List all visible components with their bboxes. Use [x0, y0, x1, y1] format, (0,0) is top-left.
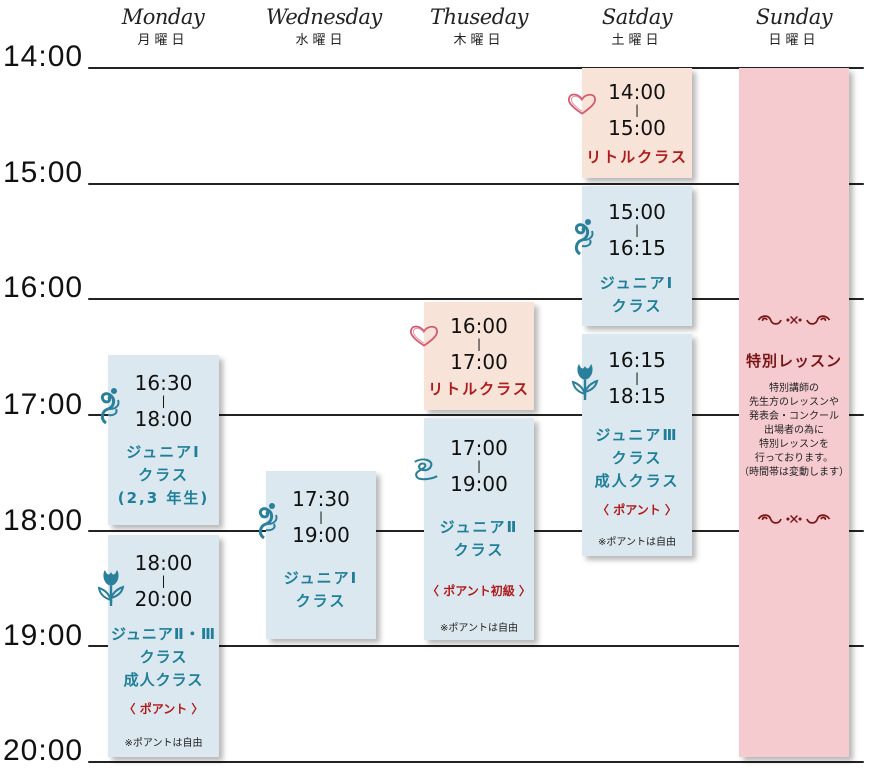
time-separator: |	[476, 337, 482, 351]
class-end-time: 19:00	[292, 523, 350, 547]
time-separator: |	[476, 459, 482, 473]
pointe-label: 〈 ポアント 〉	[597, 503, 677, 517]
class-card[interactable]: 16:15 | 18:15 ジュニアⅢ クラス 成人クラス 〈 ポアント 〉 ※…	[582, 334, 692, 556]
day-header-wednesday: Wednesday 水曜日	[266, 4, 382, 50]
class-start-time: 17:30	[292, 487, 350, 511]
class-end-time: 18:00	[134, 407, 193, 431]
day-name-en: Wednesday	[266, 5, 382, 29]
class-card[interactable]: 17:30 | 19:00 ジュニアⅠ クラス	[266, 471, 376, 639]
day-header-sunday: Sunday 日曜日	[739, 4, 849, 50]
day-name-jp: 木曜日	[453, 33, 505, 48]
day-name-jp: 水曜日	[295, 33, 347, 48]
hour-label: 20:00	[3, 734, 84, 767]
hour-label: 19:00	[3, 619, 84, 652]
class-end-time: 16:15	[608, 236, 666, 260]
class-name: リトルクラス	[586, 148, 688, 166]
heart-icon	[566, 92, 598, 116]
class-name: ジュニアⅢ クラス 成人クラス	[594, 426, 680, 490]
time-separator: |	[634, 223, 640, 237]
special-lesson-card[interactable]: 特別レッスン 特別講師の 先生方のレッスンや 発表会・コンクール 出場者の為に …	[739, 68, 849, 757]
day-name-jp: 日曜日	[768, 33, 820, 48]
time-separator: |	[634, 103, 640, 117]
class-name: ジュニアⅡ・Ⅲ クラス 成人クラス	[110, 625, 216, 689]
class-end-time: 15:00	[608, 116, 666, 140]
ornament-divider-icon	[755, 512, 833, 526]
day-name-jp: 月曜日	[137, 33, 189, 48]
class-start-time: 15:00	[608, 200, 666, 224]
hour-line	[88, 414, 864, 416]
day-name-jp: 土曜日	[611, 33, 663, 48]
class-end-time: 18:15	[608, 384, 666, 408]
fleur-swirl-icon	[568, 216, 598, 256]
hour-label: 15:00	[3, 156, 84, 189]
class-name: リトルクラス	[428, 380, 530, 398]
hour-label: 17:00	[3, 388, 84, 421]
time-separator: |	[161, 394, 166, 408]
pointe-label: 〈 ポアント初級 〉	[427, 584, 531, 598]
special-lesson-description: 特別講師の 先生方のレッスンや 発表会・コンクール 出場者の為に 特別レッスンを…	[739, 383, 849, 478]
class-name: ジュニアⅡ クラス	[439, 518, 519, 559]
class-card[interactable]: 17:00 | 19:00 ジュニアⅡ クラス 〈 ポアント初級 〉 ※ポアント…	[424, 418, 534, 640]
day-header-thursday: Thuseday 木曜日	[424, 4, 534, 50]
class-card[interactable]: 16:30 | 18:00 ジュニアⅠ クラス (2,3 年生)	[108, 355, 219, 525]
ornament-divider-icon	[755, 313, 833, 327]
hour-line	[88, 645, 864, 647]
hour-label: 16:00	[3, 271, 84, 304]
class-start-time: 17:00	[450, 436, 508, 460]
class-end-time: 19:00	[450, 472, 508, 496]
class-name: ジュニアⅠ クラス	[283, 569, 359, 610]
special-lesson-title: 特別レッスン	[745, 352, 842, 370]
time-separator: |	[161, 574, 166, 588]
heart-icon	[408, 324, 440, 348]
hour-label: 14:00	[3, 40, 84, 73]
hour-line	[88, 298, 864, 300]
class-name: ジュニアⅠ クラス	[599, 274, 675, 315]
class-start-time: 18:00	[134, 551, 193, 575]
pointe-label: 〈 ポアント 〉	[123, 702, 204, 716]
day-name-en: Sunday	[755, 5, 833, 29]
class-start-time: 16:30	[134, 371, 193, 395]
pointe-note: ※ポアントは自由	[124, 738, 203, 749]
class-card[interactable]: 16:00 | 17:00 リトルクラス	[424, 302, 534, 410]
hour-line	[88, 67, 864, 69]
class-name: ジュニアⅠ クラス (2,3 年生)	[117, 443, 210, 507]
fleur-swirl-icon	[94, 385, 124, 425]
pointe-note: ※ポアントは自由	[598, 537, 676, 548]
class-card[interactable]: 15:00 | 16:15 ジュニアⅠ クラス	[582, 186, 692, 326]
class-card[interactable]: 14:00 | 15:00 リトルクラス	[582, 68, 692, 178]
day-name-en: Monday	[121, 5, 205, 29]
fleur-swirl-icon	[252, 500, 282, 540]
hour-label: 18:00	[3, 504, 84, 537]
pointe-note: ※ポアントは自由	[440, 623, 518, 634]
hour-line	[88, 183, 864, 185]
class-card[interactable]: 18:00 | 20:00 ジュニアⅡ・Ⅲ クラス 成人クラス 〈 ポアント 〉…	[108, 535, 219, 757]
time-separator: |	[634, 371, 640, 385]
tulip-icon	[96, 568, 126, 608]
day-header-saturday: Satday 土曜日	[582, 4, 692, 50]
class-start-time: 16:15	[608, 348, 666, 372]
class-end-time: 17:00	[450, 350, 508, 374]
day-header-monday: Monday 月曜日	[108, 4, 218, 50]
class-start-time: 16:00	[450, 314, 508, 338]
day-name-en: Thuseday	[429, 5, 529, 29]
time-separator: |	[318, 510, 324, 524]
class-start-time: 14:00	[608, 80, 666, 104]
swirl-icon	[410, 456, 442, 482]
day-name-en: Satday	[601, 5, 673, 29]
class-end-time: 20:00	[134, 587, 193, 611]
hour-line	[88, 761, 864, 763]
tulip-icon	[570, 362, 600, 402]
